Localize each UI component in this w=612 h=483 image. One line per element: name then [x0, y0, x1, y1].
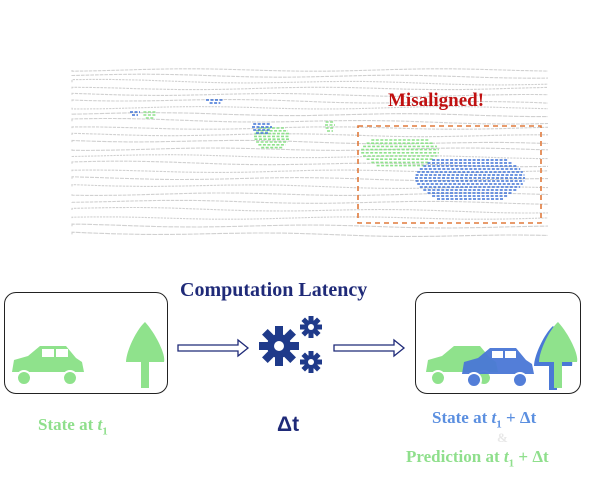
- lidar-scan-line: [71, 106, 549, 110]
- lidar-scan-line: [71, 78, 549, 86]
- lidar-scan-line: [71, 206, 549, 214]
- gears-icon: [259, 316, 322, 373]
- lidar-scan-line: [71, 73, 549, 79]
- misalignment-box: [357, 125, 542, 224]
- lidar-blue-points: [130, 99, 525, 200]
- lidar-scan-line: [71, 216, 549, 220]
- lidar-scan-line: [71, 86, 549, 91]
- lidar-point-cloud: [71, 68, 549, 238]
- lidar-scan-line: [71, 169, 549, 173]
- tree-icon-predicted: [539, 322, 578, 388]
- arrow-icon: [177, 338, 406, 358]
- lidar-scan-line: [71, 68, 549, 72]
- ampersand-label: &: [497, 430, 508, 445]
- lidar-scan-line: [71, 199, 549, 205]
- lidar-scan-line: [71, 231, 549, 238]
- lidar-scan-line: [71, 223, 549, 229]
- lidar-scan-line: [71, 126, 549, 130]
- misaligned-callout: Misaligned!: [388, 90, 485, 111]
- delta-t-label: Δt: [277, 413, 300, 436]
- lidar-scan-line: [71, 132, 548, 138]
- lidar-scan-line: [71, 176, 549, 182]
- lidar-scan-line: [71, 154, 549, 160]
- car-icon-actual: [462, 348, 534, 388]
- state-t1-label: State at t1: [38, 415, 108, 438]
- diagram-title: Computation Latency: [180, 279, 368, 301]
- tree-icon: [126, 322, 165, 388]
- lidar-scan-line: [71, 98, 549, 104]
- prediction-label: Prediction at t1 + Δt: [406, 447, 549, 470]
- state-t1-plus-dt-label: State at t1 + Δt: [432, 408, 537, 431]
- lidar-green-points: [143, 111, 439, 167]
- lidar-scan-line: [71, 147, 549, 151]
- car-icon: [12, 346, 84, 386]
- lidar-scan-line: [71, 139, 549, 145]
- lidar-scan-line: [71, 92, 549, 97]
- lidar-scan-line: [71, 117, 549, 125]
